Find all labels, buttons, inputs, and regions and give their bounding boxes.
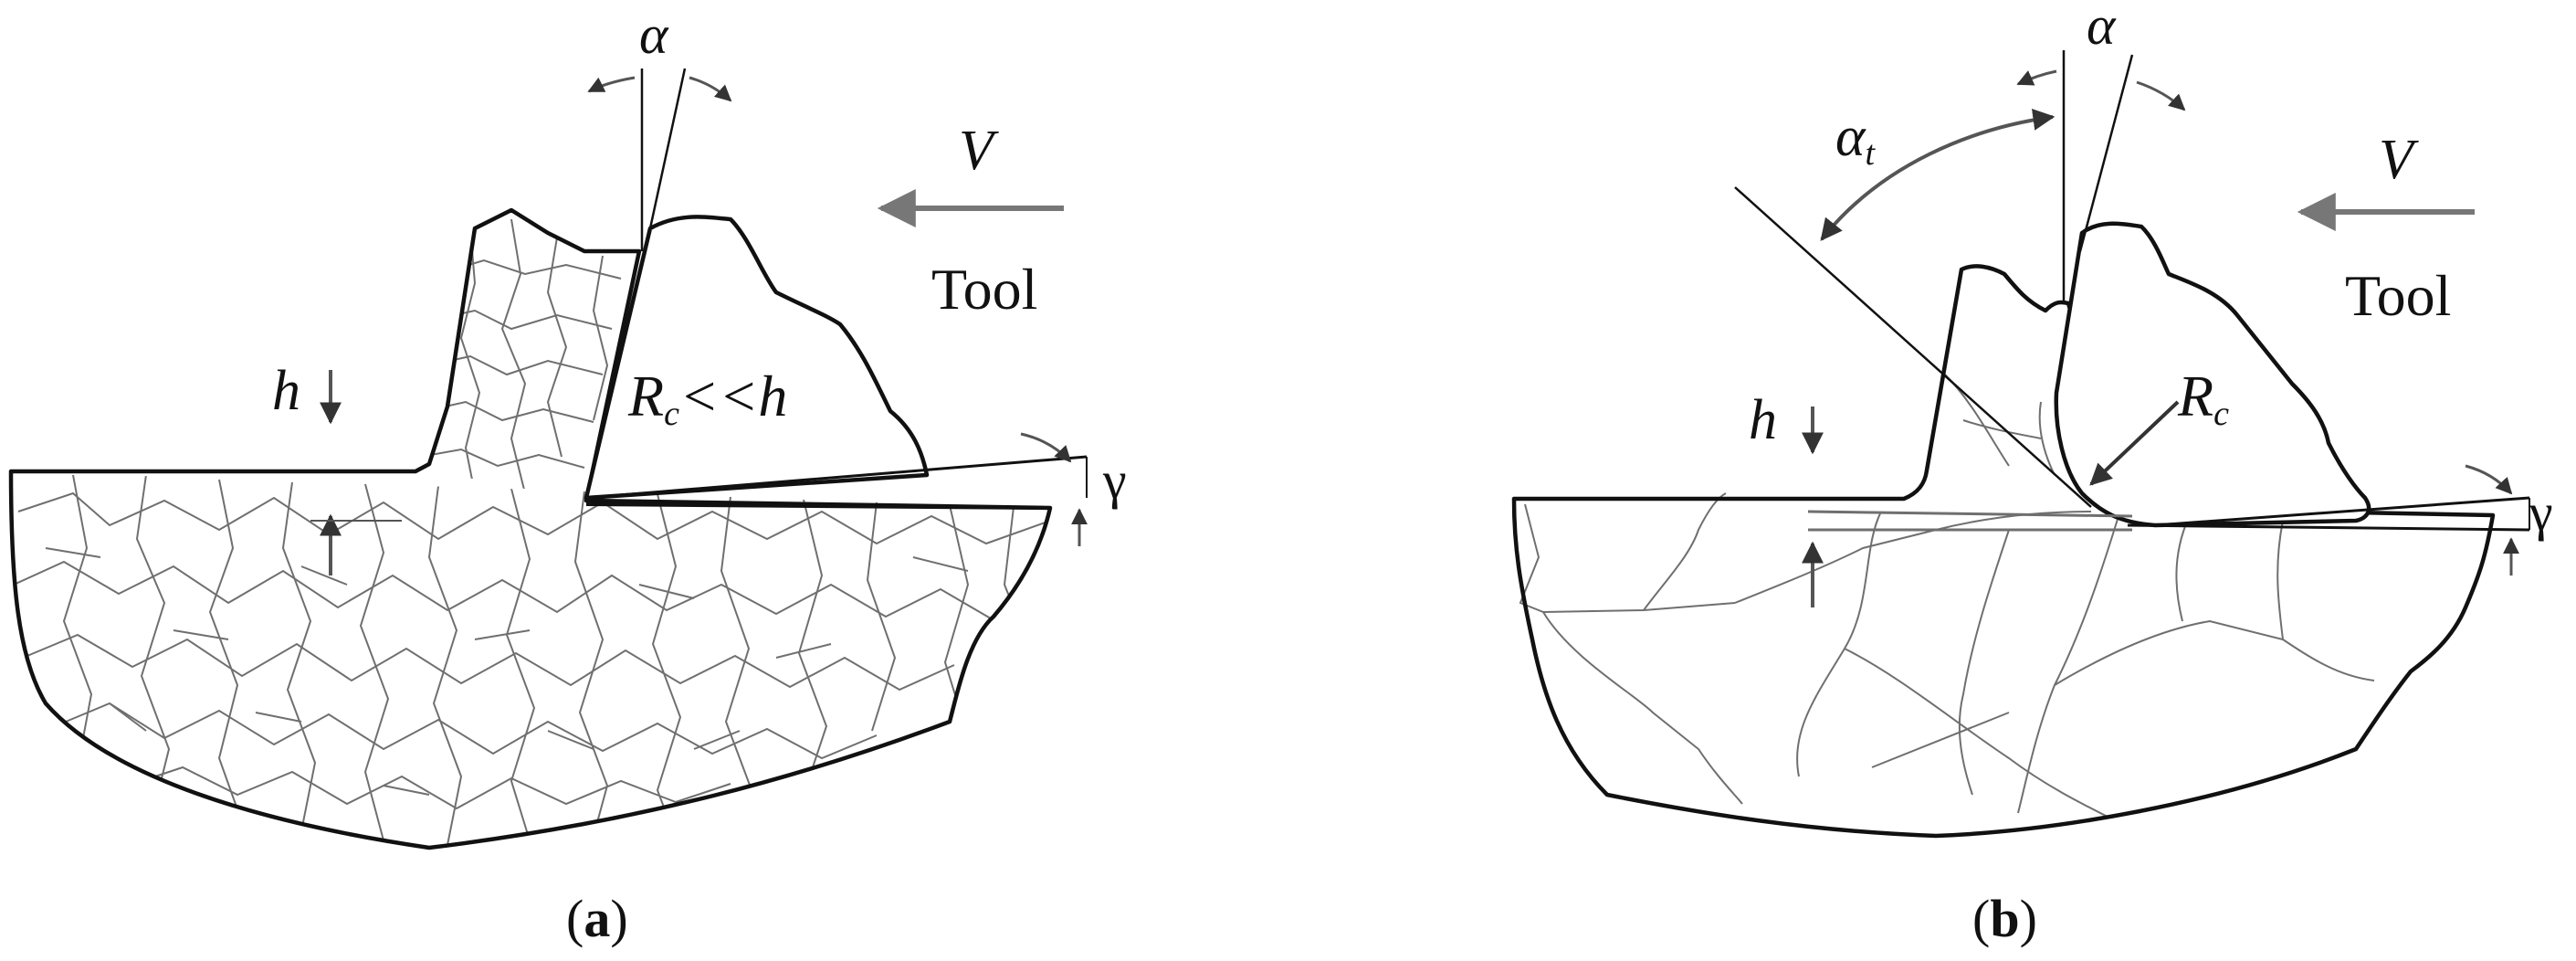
effective-angle-arc-b	[1820, 109, 2056, 241]
clearance-angle-label-a: α	[639, 5, 669, 65]
tool-label-b: Tool	[2345, 263, 2451, 328]
coarse-grain-structure	[1519, 492, 2375, 818]
effective-rake-line-b	[1734, 186, 2092, 508]
fine-grain-structure	[13, 474, 1050, 846]
effective-angle-label-b: αt	[1835, 106, 1877, 173]
chip-grain-structure	[429, 218, 622, 494]
edge-radius-label-a: Rc<<h	[627, 364, 787, 433]
clearance-arrow-left-a	[587, 76, 636, 93]
clearance-arrow-left-b	[2016, 69, 2057, 86]
clearance-angle-label-b: α	[2087, 0, 2117, 56]
tool-rake-face-a	[585, 455, 1088, 500]
clearance-face-line-b	[2078, 54, 2134, 252]
depth-label-a: h	[272, 360, 300, 422]
tool-rake-face-b	[2154, 496, 2530, 527]
rake-arrow-top-a	[1020, 432, 1072, 463]
tool-outline-a	[584, 215, 930, 501]
tool-outline-b	[2054, 221, 2371, 528]
rake-arrow-top-b	[2465, 464, 2513, 495]
depth-label-b: h	[1749, 389, 1777, 451]
edge-radius-label-b: Rc	[2177, 364, 2229, 433]
rake-angle-label-a: γ	[1102, 450, 1127, 510]
machined-surface-b	[2127, 523, 2530, 532]
caption-a: (a)	[566, 889, 628, 948]
workpiece-outline-a	[8, 207, 1053, 850]
clearance-arrow-right-b	[2136, 80, 2186, 111]
rake-angle-label-b: γ	[2529, 482, 2553, 542]
depth-ref-line-top-b	[1807, 510, 2133, 518]
edge-radius-arrow-b	[2089, 400, 2180, 486]
workpiece-outline-b	[1511, 264, 2496, 839]
caption-b: (b)	[1972, 889, 2037, 948]
machined-surface-a	[585, 502, 1051, 510]
velocity-label-b: V	[2379, 129, 2419, 191]
panel-a: α V Tool Rc<<h h γ (a)	[8, 5, 1127, 948]
clearance-arrow-right-a	[689, 76, 732, 102]
tool-label-a: Tool	[931, 257, 1037, 322]
panel-b: α αt V Tool Rc h γ (b)	[1511, 0, 2553, 948]
clearance-face-line-a	[648, 68, 687, 229]
velocity-label-a: V	[959, 120, 999, 182]
